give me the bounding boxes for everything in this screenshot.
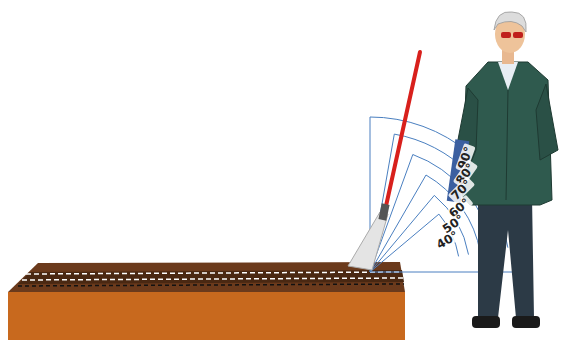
ground-top (8, 262, 405, 292)
track-line (18, 284, 404, 286)
man-figure (447, 12, 558, 328)
ground-front (8, 292, 405, 340)
track-line (22, 278, 403, 280)
cane-shaft (386, 52, 420, 206)
cane-sweep (348, 212, 388, 270)
angle-label: 40° (433, 228, 462, 252)
rail-bed (18, 270, 404, 284)
track-line (26, 272, 402, 274)
cane-joint (378, 203, 389, 220)
